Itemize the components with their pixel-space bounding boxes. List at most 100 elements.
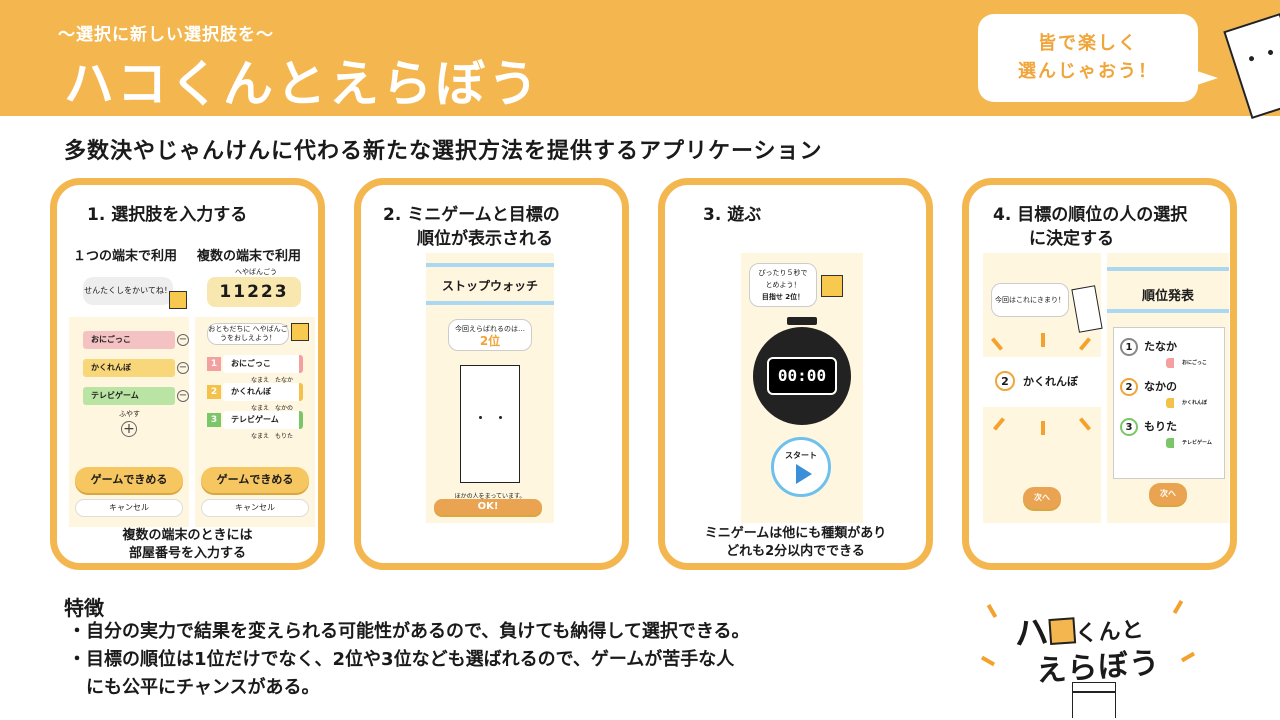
header-subtitle: 〜選択に新しい選択肢を〜 <box>58 25 274 45</box>
minigame-screen: ストップウォッチ 今回えらばれるのは… 2位 ほかの人をまっています。 OK! <box>426 253 554 523</box>
stopwatch-crown <box>787 317 817 325</box>
step-3-title: 3. 遊ぶ <box>703 205 762 225</box>
player-name: なまえ もりた <box>251 433 294 440</box>
option-row[interactable]: おにごっこ <box>223 355 303 373</box>
bubble-text: ぴったり５秒で <box>758 269 808 277</box>
multi-device-label: 複数の端末で利用 <box>197 249 302 264</box>
app-logo: ハくんと えらぼう <box>980 598 1210 720</box>
step-4-title: 4. 目標の順位の人の選択 に決定する <box>993 203 1187 251</box>
remove-icon[interactable]: − <box>177 390 189 402</box>
add-label: ふやす <box>119 410 140 418</box>
caption-line: 部屋番号を入力する <box>128 546 246 561</box>
winner-panel: 2 かくれんぼ <box>983 357 1101 407</box>
instruction-bubble: ぴったり５秒で とめよう！ 目指せ 2位！ <box>749 263 817 307</box>
target-rank: 2位 <box>479 334 501 348</box>
option-row[interactable]: テレビゲーム <box>223 411 303 429</box>
ok-button[interactable]: OK! <box>434 499 542 515</box>
mini-mascot-icon <box>169 291 187 309</box>
cancel-button[interactable]: キャンセル <box>201 499 309 517</box>
rank-bubble: 今回えらばれるのは… 2位 <box>448 319 532 351</box>
title-line: 順位が表示される <box>417 229 553 249</box>
remove-icon[interactable]: − <box>177 334 189 346</box>
single-device-label: １つの端末で利用 <box>73 249 178 264</box>
step-3-caption: ミニゲームは他にも種類があり どれも2分以内でできる <box>665 525 926 561</box>
step-1-title: 1. 選択肢を入力する <box>87 205 248 225</box>
result-name: もりた <box>1144 420 1177 433</box>
stopwatch-screen: ぴったり５秒で とめよう！ 目指せ 2位！ 00:00 スタート <box>741 253 863 523</box>
option-row[interactable]: かくれんぼ <box>83 359 175 377</box>
rank-badge: 2 <box>1120 378 1138 396</box>
step-card-3: 3. 遊ぶ ぴったり５秒で とめよう！ 目指せ 2位！ 00:00 スタート ミ… <box>658 178 933 570</box>
step-card-2: 2. ミニゲームと目標の 順位が表示される ストップウォッチ 今回えらばれるのは… <box>354 178 629 570</box>
remove-icon[interactable]: − <box>177 362 189 374</box>
bubble-line-2: 選んじゃおう！ <box>1018 61 1158 82</box>
room-number-display: 11223 <box>207 277 301 307</box>
winner-choice: かくれんぼ <box>1023 375 1078 388</box>
single-device-screen: せんたくしをかいてね！ おにごっこ − かくれんぼ − テレビゲーム − ふやす… <box>69 267 189 527</box>
timer-display: 00:00 <box>767 357 837 395</box>
player-name: なまえ たなか <box>251 377 294 384</box>
header-title: ハコくんとえらぼう <box>64 55 541 113</box>
caption-line: 複数の端末のときには <box>122 528 253 543</box>
bubble-text: 目指せ 2位！ <box>761 293 805 301</box>
multi-device-screen: へやばんごう 11223 おともだちに へやばんごうをおしえよう！ 1 おにごっ… <box>195 267 315 527</box>
decide-by-game-button[interactable]: ゲームできめる <box>75 467 183 493</box>
result-name: なかの <box>1144 380 1177 393</box>
caption-line: どれも2分以内でできる <box>726 544 865 559</box>
feature-item: ・目標の順位は1位だけでなく、2位や3位なども選ばれるので、ゲームが苦手な人 <box>68 649 735 670</box>
title-line: 4. 目標の順位の人の選択 <box>993 205 1188 225</box>
caption-line: ミニゲームは他にも種類があり <box>704 526 887 541</box>
player-name: なまえ なかの <box>251 405 294 412</box>
rank-number-3: 3 <box>207 413 221 427</box>
stopwatch-icon: 00:00 <box>753 327 851 425</box>
start-label: スタート <box>785 451 817 460</box>
result-name: たなか <box>1144 340 1177 353</box>
step-2-title: 2. ミニゲームと目標の 順位が表示される <box>383 203 560 251</box>
step-1-caption: 複数の端末のときには 部屋番号を入力する <box>57 527 318 563</box>
option-row[interactable]: かくれんぼ <box>223 383 303 401</box>
header-speech-bubble: 皆で楽しく 選んじゃおう！ <box>978 14 1218 102</box>
room-hint-bubble: おともだちに へやばんごうをおしえよう！ <box>207 323 289 345</box>
input-hint-bubble: せんたくしをかいてね！ <box>83 277 173 305</box>
room-panel: おともだちに へやばんごうをおしえよう！ 1 おにごっこ なまえ たなか 2 か… <box>195 317 315 527</box>
option-list-panel: おにごっこ − かくれんぼ − テレビゲーム − ふやす + ゲームできめる キ… <box>69 317 189 527</box>
add-icon[interactable]: + <box>121 421 137 437</box>
decide-by-game-button[interactable]: ゲームできめる <box>201 467 309 493</box>
game-name: ストップウォッチ <box>441 279 538 293</box>
ranking-screen: 順位発表 1 たなか おにごっこ 2 なかの かくれんぼ 3 もりた テレビゲー… <box>1107 253 1229 523</box>
start-button[interactable]: スタート <box>771 437 831 497</box>
option-row[interactable]: おにごっこ <box>83 331 175 349</box>
rank-number-1: 1 <box>207 357 221 371</box>
play-icon <box>796 464 812 484</box>
result-pick: かくれんぼ <box>1166 398 1220 408</box>
cancel-button[interactable]: キャンセル <box>75 499 183 517</box>
step-card-1: 1. 選択肢を入力する １つの端末で利用 複数の端末で利用 せんたくしをかいてね… <box>50 178 325 570</box>
result-pick: テレビゲーム <box>1166 438 1220 448</box>
features-title: 特徴 <box>64 596 104 620</box>
feature-item: ・自分の実力で結果を変えられる可能性があるので、負けても納得して選択できる。 <box>68 621 750 642</box>
next-button[interactable]: 次へ <box>1023 487 1061 509</box>
ranking-list: 1 たなか おにごっこ 2 なかの かくれんぼ 3 もりた テレビゲーム <box>1113 327 1225 479</box>
bubble-text: 今回えらばれるのは… <box>455 325 525 333</box>
next-button[interactable]: 次へ <box>1149 483 1187 505</box>
option-row[interactable]: テレビゲーム <box>83 387 175 405</box>
mini-mascot-icon <box>291 323 309 341</box>
room-number-label: へやばんごう <box>235 268 277 276</box>
feature-item: にも公平にチャンスがある。 <box>68 677 320 698</box>
decision-bubble: 今回はこれにきまり！ <box>991 283 1069 317</box>
bubble-line-1: 皆で楽しく <box>1038 33 1138 54</box>
rank-badge: 3 <box>1120 418 1138 436</box>
winner-rank-badge: 2 <box>995 371 1015 391</box>
waiting-hint: ほかの人をまっています。 <box>454 493 526 500</box>
box-mascot-icon <box>1223 12 1280 120</box>
rank-badge: 1 <box>1120 338 1138 356</box>
box-mascot-icon <box>1072 682 1116 718</box>
ranking-title: 順位発表 <box>1141 289 1194 304</box>
box-mascot-icon <box>1071 285 1103 333</box>
title-line: 2. ミニゲームと目標の <box>383 205 560 225</box>
header-banner: 〜選択に新しい選択肢を〜 ハコくんとえらぼう 皆で楽しく 選んじゃおう！ <box>0 0 1280 120</box>
rank-number-2: 2 <box>207 385 221 399</box>
logo-box-icon <box>1048 617 1077 646</box>
step-card-4: 4. 目標の順位の人の選択 に決定する 今回はこれにきまり！ 2 かくれんぼ 次… <box>962 178 1237 570</box>
mini-mascot-icon <box>821 275 843 297</box>
